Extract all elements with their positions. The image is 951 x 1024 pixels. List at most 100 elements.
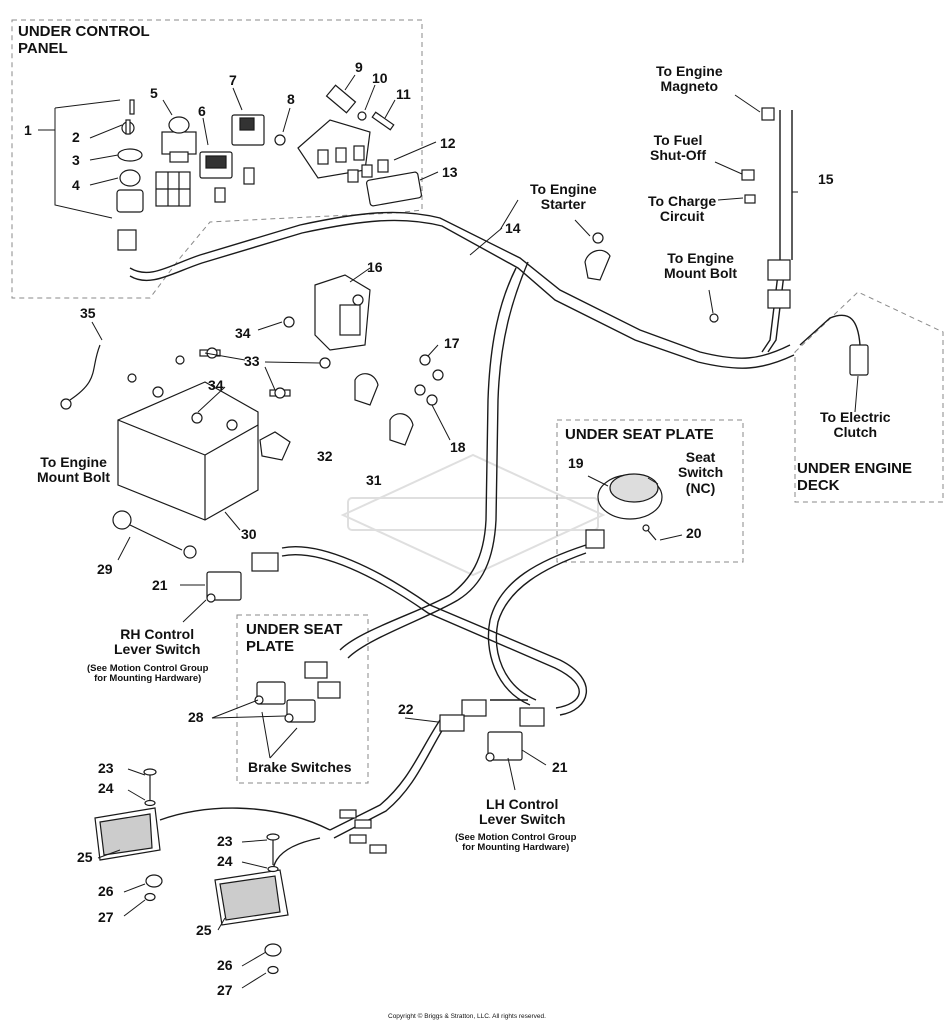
note-lh-control: (See Motion Control Group for Mounting H… xyxy=(455,832,577,854)
part-number-27b: 27 xyxy=(217,982,233,998)
connector-block-icon xyxy=(155,171,191,207)
rocker-switch-icon-7 xyxy=(231,114,265,146)
rh-switch-icon xyxy=(206,571,242,603)
part-number-26a: 26 xyxy=(98,883,114,899)
part-number-31: 31 xyxy=(366,472,382,488)
washer-icon-24a xyxy=(144,799,156,807)
harness-connector-15 xyxy=(767,259,791,309)
rocker-switch-icon-6 xyxy=(199,151,233,179)
nut-icon-27a xyxy=(144,892,156,902)
part-number-2: 2 xyxy=(72,129,80,145)
battery-cable-35 xyxy=(60,344,185,410)
connector-22-icon xyxy=(439,714,465,732)
lh-switch-icon xyxy=(485,731,523,762)
part-number-10: 10 xyxy=(372,70,388,86)
part-number-23b: 23 xyxy=(217,833,233,849)
grommet-icon-26b xyxy=(264,943,282,957)
starter-solenoid-icon xyxy=(314,274,371,351)
ring-terminal-icon xyxy=(709,313,719,323)
part-number-15: 15 xyxy=(818,171,834,187)
nut-icon-34a xyxy=(283,316,295,328)
part-number-4: 4 xyxy=(72,177,80,193)
charge-terminal-icon xyxy=(741,169,756,204)
label-to-engine-magneto: To Engine Magneto xyxy=(656,63,723,95)
nut-icon-17 xyxy=(419,354,444,381)
boot-icon-32 xyxy=(259,431,291,461)
label-to-electric-clutch: To Electric Clutch xyxy=(820,409,891,441)
nut-icon-27b xyxy=(267,965,279,975)
clutch-connector-icon xyxy=(849,344,869,376)
section-under-control-panel: UNDER CONTROL PANEL xyxy=(18,23,150,57)
part-number-34b: 34 xyxy=(208,377,224,393)
bolt-icon-11 xyxy=(371,111,395,131)
part-number-6: 6 xyxy=(198,103,206,119)
relay-clips-icon xyxy=(347,159,389,183)
part-number-21-rh: 21 xyxy=(152,577,168,593)
label-rh-control: RH Control Lever Switch xyxy=(114,626,201,658)
seat-switch-icon xyxy=(597,473,663,520)
headlight-icon-a xyxy=(94,807,161,861)
part-number-28: 28 xyxy=(188,709,204,725)
leader-lines xyxy=(38,74,859,989)
under-engine-deck-box xyxy=(794,291,944,503)
pto-switch-icon xyxy=(161,116,197,163)
nut-icon-8 xyxy=(274,134,286,146)
bolt-icon-33a xyxy=(199,347,221,359)
part-number-1: 1 xyxy=(24,122,32,138)
section-under-seat-plate-left: UNDER SEAT PLATE xyxy=(246,621,343,655)
part-number-16: 16 xyxy=(367,259,383,275)
brake-connectors-icon xyxy=(304,661,341,699)
part-number-17: 17 xyxy=(444,335,460,351)
screw-icon-20 xyxy=(642,524,657,541)
part-number-14: 14 xyxy=(505,220,521,236)
lh-connector-icon xyxy=(461,699,545,727)
part-number-21-lh: 21 xyxy=(552,759,568,775)
bolt-icon-33b xyxy=(269,387,291,399)
part-number-20: 20 xyxy=(686,525,702,541)
starter-terminal-icon xyxy=(584,232,611,281)
part-number-3: 3 xyxy=(72,152,80,168)
watermark xyxy=(340,453,606,577)
seat-connector-icon xyxy=(585,529,605,549)
section-under-seat-plate-right: UNDER SEAT PLATE xyxy=(565,426,714,443)
section-under-engine-deck: UNDER ENGINE DECK xyxy=(797,460,913,494)
part-number-34a: 34 xyxy=(235,325,251,341)
part-number-26b: 26 xyxy=(217,957,233,973)
under-seat-plate-right-box xyxy=(556,419,744,563)
part-number-24b: 24 xyxy=(217,853,233,869)
washer-icon-24b xyxy=(267,865,279,873)
label-to-charge-circuit: To Charge Circuit xyxy=(648,193,717,225)
label-to-engine-starter: To Engine Starter xyxy=(530,181,597,213)
solenoid-bracket-icon xyxy=(297,119,371,179)
magneto-terminal-icon xyxy=(761,107,775,121)
part-number-24a: 24 xyxy=(98,780,114,796)
part-number-32: 32 xyxy=(317,448,333,464)
main-harness xyxy=(129,110,861,886)
part-number-9: 9 xyxy=(355,59,363,75)
label-lh-control: LH Control Lever Switch xyxy=(479,796,566,828)
part-number-18: 18 xyxy=(450,439,466,455)
part-number-5: 5 xyxy=(150,85,158,101)
under-control-panel-box xyxy=(11,19,423,299)
under-seat-plate-left-box xyxy=(236,614,369,784)
nut-icon-34b xyxy=(191,412,203,424)
nut-icon-33c xyxy=(319,357,331,369)
part-number-22: 22 xyxy=(398,701,414,717)
key-switch-icon xyxy=(121,99,135,135)
brake-switch-icon-a xyxy=(254,681,286,705)
boot-icon-31 xyxy=(354,373,414,446)
part-number-23a: 23 xyxy=(98,760,114,776)
part-number-19: 19 xyxy=(568,455,584,471)
light-connectors-icon xyxy=(339,809,387,854)
part-number-8: 8 xyxy=(287,91,295,107)
part-number-25a: 25 xyxy=(77,849,93,865)
washer-icon-10 xyxy=(357,111,367,121)
copyright: Copyright © Briggs & Stratton, LLC. All … xyxy=(388,1013,546,1020)
part-number-11: 11 xyxy=(396,86,411,102)
part-number-30: 30 xyxy=(241,526,257,542)
part-number-25b: 25 xyxy=(196,922,212,938)
note-rh-control: (See Motion Control Group for Mounting H… xyxy=(87,663,209,685)
brake-switch-icon-b xyxy=(284,699,316,723)
screw-icon-23b xyxy=(266,833,280,865)
